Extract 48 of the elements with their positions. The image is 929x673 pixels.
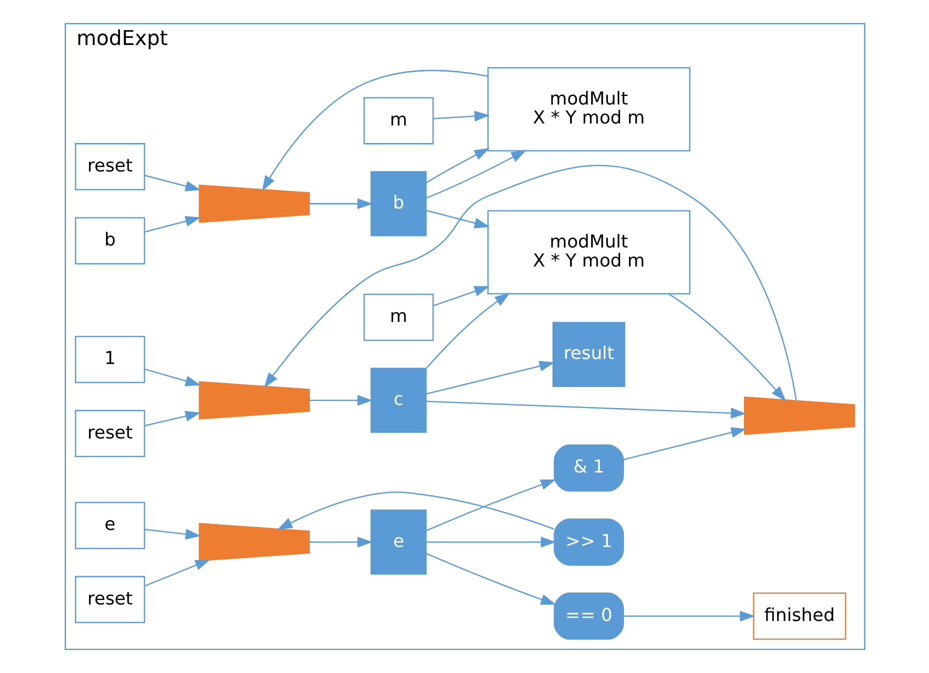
arrow	[309, 394, 372, 406]
node-box: c	[370, 368, 426, 433]
node-box: b	[370, 171, 426, 236]
arrow	[276, 492, 554, 530]
arrow	[144, 528, 200, 540]
arrow	[264, 164, 796, 400]
node-box: reset	[74, 410, 145, 458]
arrow	[309, 536, 372, 548]
node-box: finished	[752, 592, 846, 640]
arrow	[426, 210, 490, 228]
arrow	[144, 559, 210, 587]
arrow	[144, 410, 200, 426]
node-box: reset	[74, 576, 145, 624]
arrow	[309, 198, 372, 210]
arrow	[426, 479, 556, 532]
arrow	[426, 552, 556, 605]
node-box: m	[362, 97, 434, 144]
arrow	[426, 150, 526, 199]
arrow	[144, 174, 200, 192]
arrow	[144, 368, 200, 386]
arrow	[432, 110, 490, 122]
arrow	[426, 148, 490, 184]
node-box: e	[74, 502, 145, 550]
node-box: == 0	[553, 592, 624, 640]
node-trapezoid	[198, 522, 310, 562]
node-box: e	[370, 510, 426, 575]
node-box: reset	[74, 143, 145, 190]
node-trapezoid	[744, 396, 855, 435]
arrow	[144, 216, 200, 233]
arrow	[426, 360, 554, 394]
node-box: modMult X * Y mod m	[486, 67, 690, 152]
node-box: & 1	[553, 444, 624, 492]
arrow	[262, 70, 488, 192]
arrow	[432, 286, 490, 306]
node-trapezoid	[198, 184, 310, 223]
arrow	[426, 400, 746, 418]
arrow	[425, 292, 510, 369]
node-box: 1	[74, 336, 145, 384]
node-box: modMult X * Y mod m	[486, 210, 690, 294]
node-box: result	[552, 322, 625, 387]
arrow	[623, 610, 755, 622]
node-box: >> 1	[553, 518, 624, 566]
node-trapezoid	[198, 381, 310, 420]
arrow	[426, 536, 556, 548]
arrow	[622, 427, 746, 460]
node-box: b	[74, 217, 145, 264]
arrow	[668, 293, 786, 402]
node-box: m	[362, 294, 434, 341]
